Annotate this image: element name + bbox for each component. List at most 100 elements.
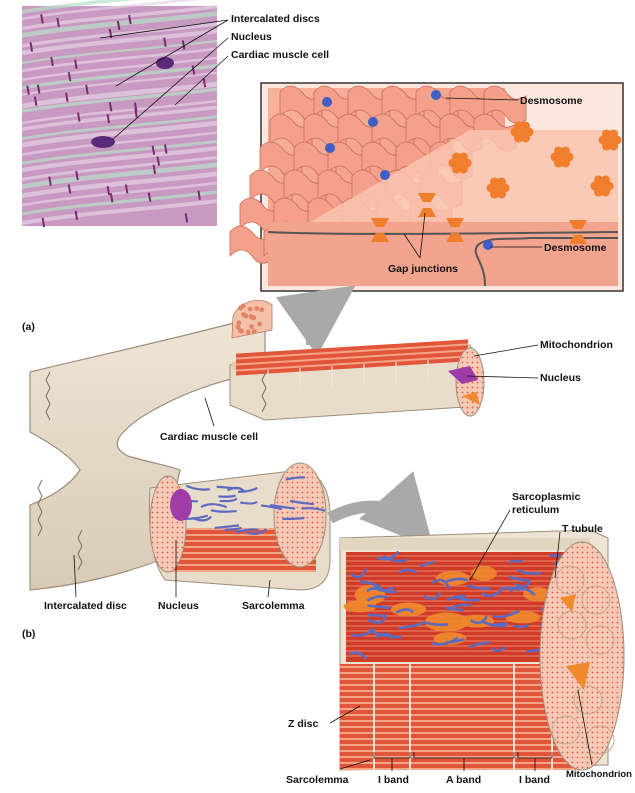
myofibril-end [241,312,246,317]
label-sarcolemma-detail: Sarcolemma [286,774,349,786]
sr-tubule [367,628,391,637]
micrograph-disc-line [124,184,129,194]
branched-cell [29,299,485,591]
micrograph-disc-line [116,20,121,31]
lower-cylinder [148,462,331,591]
micrograph-disc-line [109,193,114,203]
micrograph-disc-line [152,164,157,174]
connexon [497,189,506,199]
sr-tubule [470,615,488,625]
sr-tubule [218,494,236,498]
myofibril-end [247,306,253,312]
connexon [601,175,610,185]
desmosome [325,143,335,153]
mitochondrion [505,611,541,624]
sr-tubule [398,568,418,574]
myofibril-end [239,328,245,334]
micrograph-fiber [21,115,218,141]
sr-tubule [445,606,464,612]
myofibril-end [251,315,257,321]
sr-tubule [466,584,492,591]
micrograph-disc-line [197,190,201,200]
connexon [521,121,530,131]
gap-junction [446,218,464,242]
sr-tubule [446,577,469,583]
sr-tubule [245,528,268,535]
micrograph-disc-line [26,85,30,95]
sr-tubule [185,484,211,491]
micrograph-fiber [21,146,218,173]
micrograph-disc-line [74,210,79,221]
connexon [602,129,611,139]
connexon [459,164,468,174]
sr-tubule [367,604,391,610]
micrograph-disc-line [164,144,168,154]
sr-tubule [348,651,367,660]
myofibril-end [259,307,265,313]
sr-tubule [270,503,296,510]
sr-tubule [301,507,326,512]
connexon [521,133,530,143]
sr-tubule [398,622,424,630]
micrograph-disc-line [67,184,72,194]
desmosome [431,90,441,100]
micrograph-fiber [21,0,138,14]
connexon [459,152,468,162]
sr-tubule [490,646,507,652]
label-sarcoplasmic-reticulum-1: Sarcoplasmic [512,491,580,503]
label-t-tubule: T tubule [562,523,603,535]
connexon [609,141,618,151]
myofibril-end [585,725,615,755]
gap-junction [418,193,436,217]
label-i-band-left: I band [378,774,409,786]
connexon [594,175,603,185]
micrograph-disc-line [85,84,89,95]
micrograph-fiber [21,105,218,132]
sr-tubule [240,500,258,505]
mitochondrion [471,566,497,581]
micrograph-fiber [21,171,218,199]
sr-tubule [235,528,259,534]
myofibril-end [257,321,262,327]
sr-tubule [516,587,536,597]
sr-tubule [431,578,451,589]
zoom-arrow-b [327,471,434,549]
micrograph-disc-line [202,78,207,88]
sr-tubule [210,509,237,513]
junction-inset [229,82,624,292]
label-intercalated-disc: Intercalated disc [44,600,127,612]
micrograph-fiber [21,81,218,109]
connexon [452,152,461,162]
mitochondrion [424,612,469,632]
desmosome [368,117,378,127]
sr-tubule [285,476,306,481]
micrograph-fiber [21,155,218,181]
label-nucleus-micrograph: Nucleus [231,31,272,43]
detail-leaders [329,509,593,771]
panel-label-a: (a) [22,321,35,333]
micrograph-leaders [99,19,229,141]
label-intercalated-discs: Intercalated discs [231,13,320,25]
connexon [495,185,501,191]
micrograph-fiber [21,22,218,48]
micrograph-fiber [21,56,218,82]
myofibril-end [251,328,257,334]
micrograph-disc-line [128,14,132,25]
label-a-band: A band [446,774,481,786]
connexon [561,146,570,156]
sr-tubule [455,596,480,602]
sr-tubule [468,640,491,649]
sr-tubule [224,526,243,532]
gap-junction [371,218,389,242]
micrograph-disc-line [56,17,60,28]
sr-tubule [447,603,472,611]
sr-tubule [395,608,415,614]
myofibril-end [249,324,254,330]
micrograph-disc-line [36,84,41,94]
connexon [554,146,563,156]
sr-tubule [508,559,524,564]
micrograph-fiber [21,4,218,31]
label-mitochondrion-a: Mitochondrion [540,339,613,351]
micrograph-disc-line [65,92,69,102]
micrograph-disc-line [134,108,138,118]
